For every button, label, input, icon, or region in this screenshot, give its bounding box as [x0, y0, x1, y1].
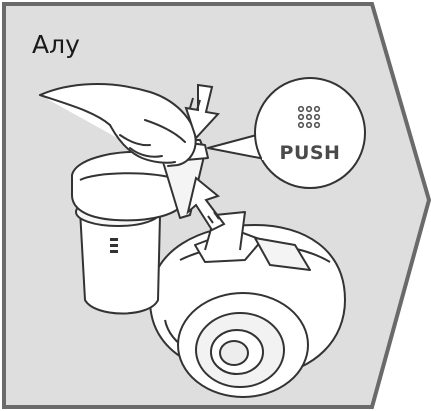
vacuum-wheel — [178, 293, 308, 397]
push-button-label: PUSH — [272, 142, 348, 164]
step-title: Алу — [32, 30, 80, 59]
